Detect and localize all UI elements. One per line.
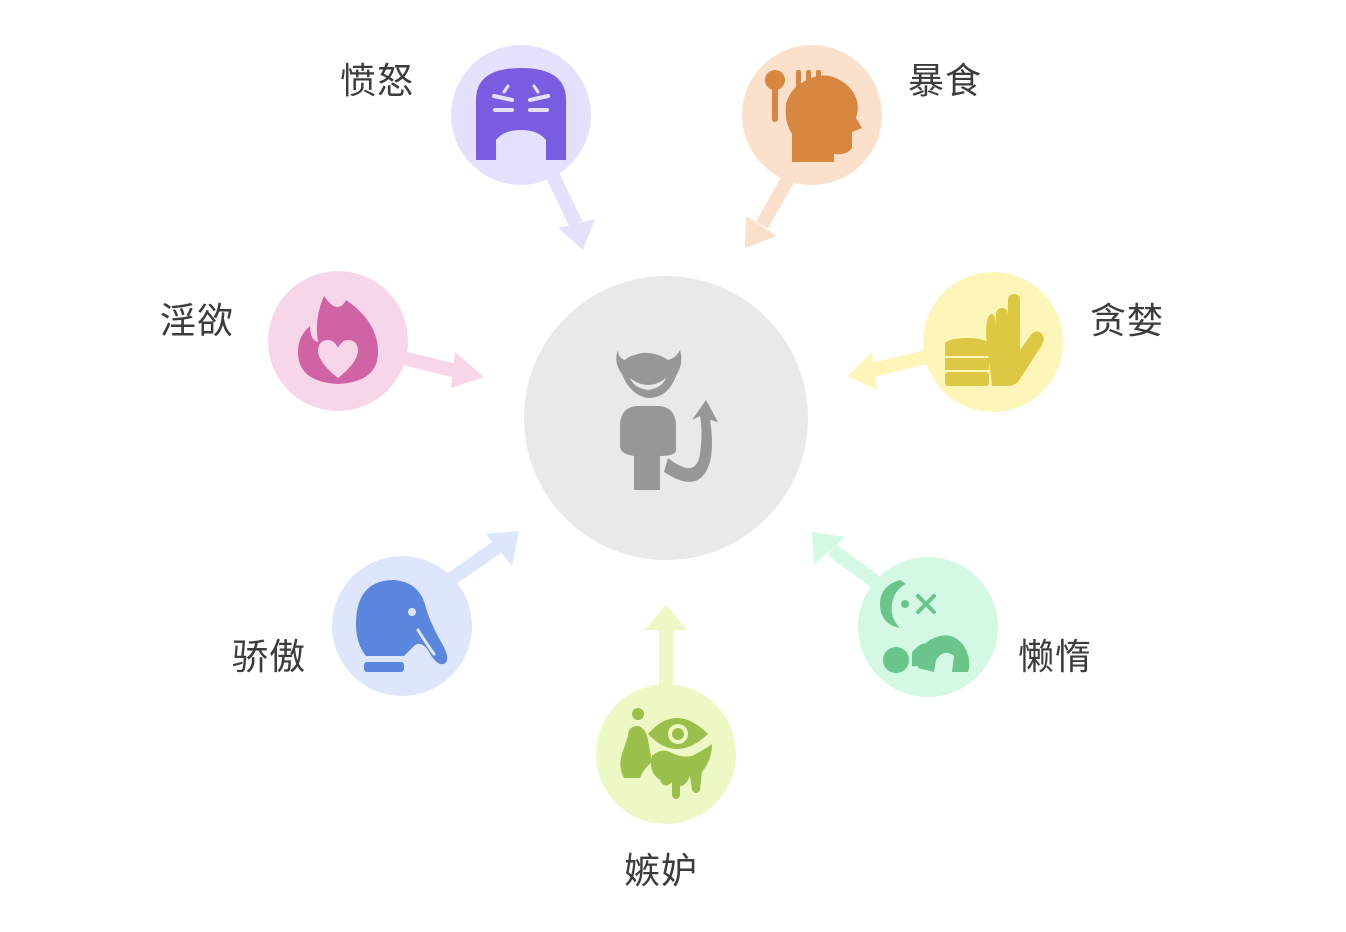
node-greed <box>923 272 1063 412</box>
elephant-boxing-glove-icon <box>356 580 448 672</box>
label-envy: 嫉妒 <box>624 851 699 892</box>
heart-flame-icon <box>298 296 378 384</box>
label-greed: 贪婪 <box>1090 301 1165 342</box>
center-node <box>524 276 808 560</box>
label-gluttony: 暴食 <box>908 61 983 102</box>
hand-with-coins-icon <box>945 294 1044 386</box>
label-sloth: 懒惰 <box>1018 637 1093 678</box>
envious-eye-icon <box>620 708 712 799</box>
sleeping-person-icon <box>880 580 970 673</box>
head-with-utensils-icon <box>765 70 862 162</box>
node-gluttony <box>742 45 882 185</box>
arrow-greed <box>848 348 937 390</box>
arrow-gluttony <box>745 166 800 248</box>
label-lust: 淫欲 <box>160 301 235 342</box>
arrows <box>393 156 937 690</box>
node-envy <box>596 684 736 824</box>
angry-face-icon <box>476 68 566 160</box>
node-anger <box>451 45 591 185</box>
label-pride: 骄傲 <box>232 637 307 678</box>
node-lust <box>268 271 408 411</box>
node-sloth <box>858 557 998 697</box>
devil-icon <box>616 350 718 490</box>
arrow-pride <box>445 531 519 586</box>
arrow-envy <box>645 605 687 690</box>
sloth-circle <box>858 557 998 697</box>
label-anger: 愤怒 <box>340 61 415 102</box>
node-pride <box>332 556 472 696</box>
arrow-sloth <box>812 532 885 591</box>
arrow-lust <box>393 349 484 388</box>
